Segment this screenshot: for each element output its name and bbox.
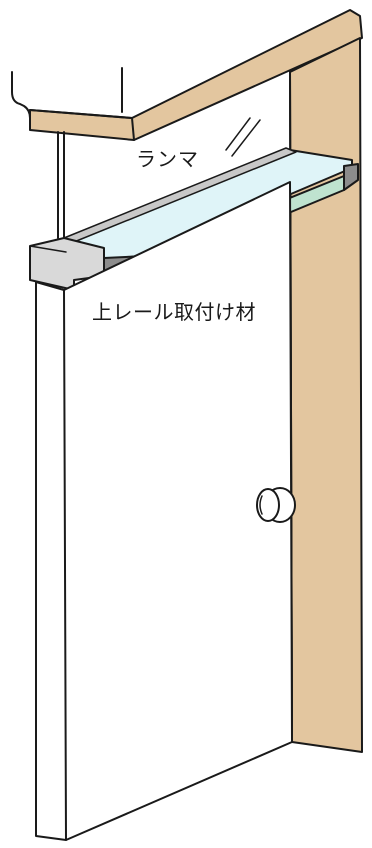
glass-reflection-icon — [225, 117, 261, 157]
rail-end-block-right — [343, 163, 359, 191]
right-jamb — [289, 37, 363, 753]
rail-left-bracket-edge — [29, 245, 67, 253]
head-jamb-top — [29, 9, 363, 141]
door-knob-icon — [256, 487, 296, 523]
rail-mount-label: 上レール取付け材 — [92, 300, 256, 324]
head-jamb-edge — [29, 109, 135, 141]
ceiling-molding-line — [11, 71, 31, 119]
door-edge — [63, 289, 67, 841]
transom-label: ランマ — [136, 147, 199, 171]
